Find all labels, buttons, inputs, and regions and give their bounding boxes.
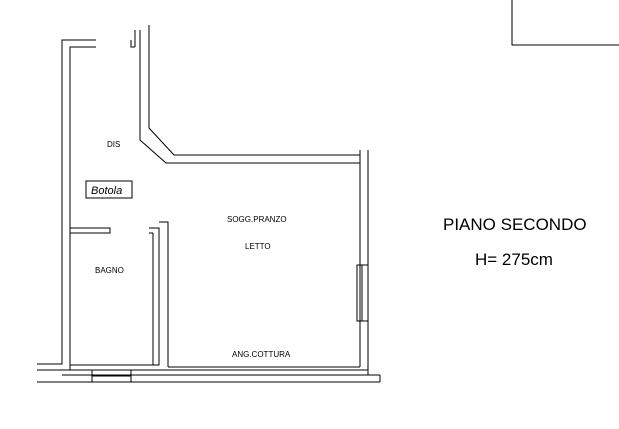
label-cottura: ANG.COTTURA bbox=[232, 350, 291, 359]
plan-title: PIANO SECONDO bbox=[443, 215, 587, 234]
botola-box bbox=[85, 180, 133, 199]
plan-height: H= 275cm bbox=[475, 250, 553, 269]
label-letto: LETTO bbox=[245, 242, 271, 251]
label-botola: Botola bbox=[91, 185, 122, 197]
label-bagno: BAGNO bbox=[95, 266, 124, 275]
label-soggiorno: SOGG.PRANZO bbox=[227, 215, 287, 224]
walls bbox=[37, 0, 619, 383]
label-dis: DIS bbox=[107, 140, 120, 149]
